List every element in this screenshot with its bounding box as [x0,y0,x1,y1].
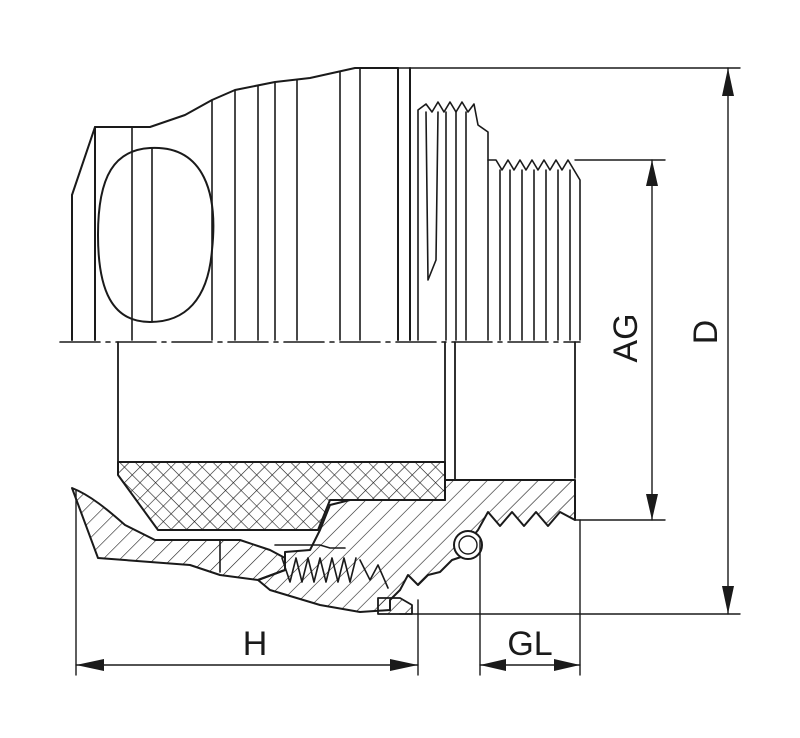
clamp-lamella-lines [131,67,361,341]
dimension-label-gl: GL [507,625,552,663]
upper-body-outline [71,67,741,341]
inner-thread-detail [219,539,389,589]
dome-cap-section [71,487,286,581]
cable-oval [97,146,215,323]
dimension-lines [75,67,729,676]
o-ring [453,530,483,560]
bottom-seal-ring [377,597,413,615]
dimension-label-ag: AG [607,313,645,362]
lower-bore-outline [117,341,576,481]
dimension-label-h: H [243,625,268,663]
dimension-label-d: D [687,320,725,345]
upper-thread [417,101,581,341]
seal-insert-section [117,461,446,531]
dimension-arrows [76,68,734,671]
